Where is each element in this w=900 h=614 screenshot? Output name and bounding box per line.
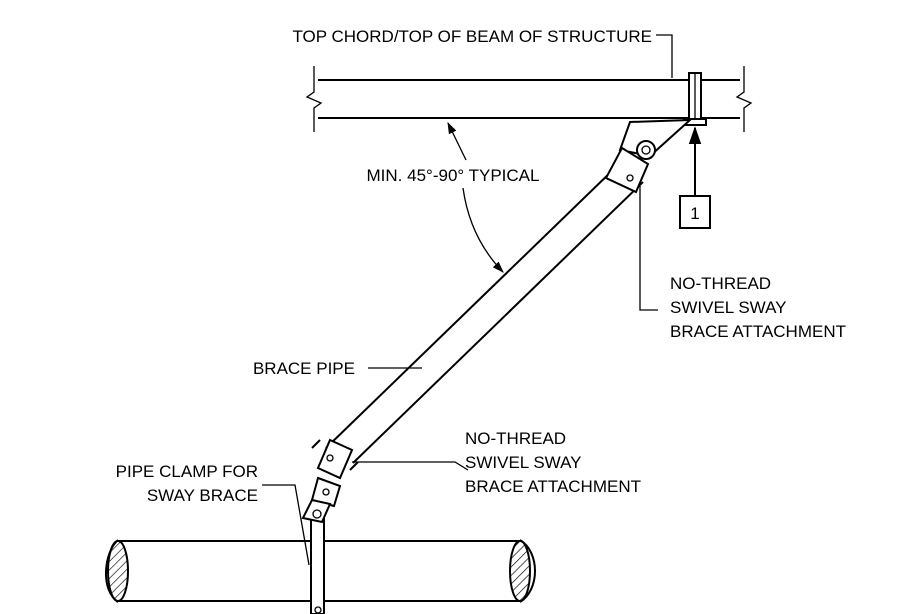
lower-attachment-label: NO-THREAD SWIVEL SWAY BRACE ATTACHMENT (465, 429, 641, 496)
brace-pipe-label: BRACE PIPE (253, 359, 355, 378)
callout-box: 1 (679, 195, 711, 229)
angle-note-label: MIN. 45°-90° TYPICAL (367, 166, 540, 185)
svg-text:BRACE ATTACHMENT: BRACE ATTACHMENT (465, 477, 641, 496)
callout-number: 1 (690, 204, 699, 223)
svg-text:SWIVEL SWAY: SWIVEL SWAY (465, 453, 582, 472)
svg-text:PIPE CLAMP FOR: PIPE CLAMP FOR (116, 462, 258, 481)
svg-text:NO-THREAD: NO-THREAD (465, 429, 566, 448)
pipe-clamp (301, 498, 332, 614)
upper-attachment-label: NO-THREAD SWIVEL SWAY BRACE ATTACHMENT (670, 274, 846, 341)
leader-lines (262, 34, 702, 566)
brace-pipe (325, 167, 644, 464)
svg-text:NO-THREAD: NO-THREAD (670, 274, 771, 293)
top-chord-label: TOP CHORD/TOP OF BEAM OF STRUCTURE (292, 27, 652, 46)
lower-swivel-attachment (310, 438, 359, 508)
structure-beam (305, 66, 753, 132)
svg-text:SWAY BRACE: SWAY BRACE (147, 486, 258, 505)
svg-text:BRACE ATTACHMENT: BRACE ATTACHMENT (670, 322, 846, 341)
pipe-clamp-label: PIPE CLAMP FOR SWAY BRACE (116, 462, 258, 505)
main-pipe (104, 539, 536, 603)
upper-swivel-attachment (604, 118, 693, 194)
svg-text:SWIVEL SWAY: SWIVEL SWAY (670, 298, 787, 317)
